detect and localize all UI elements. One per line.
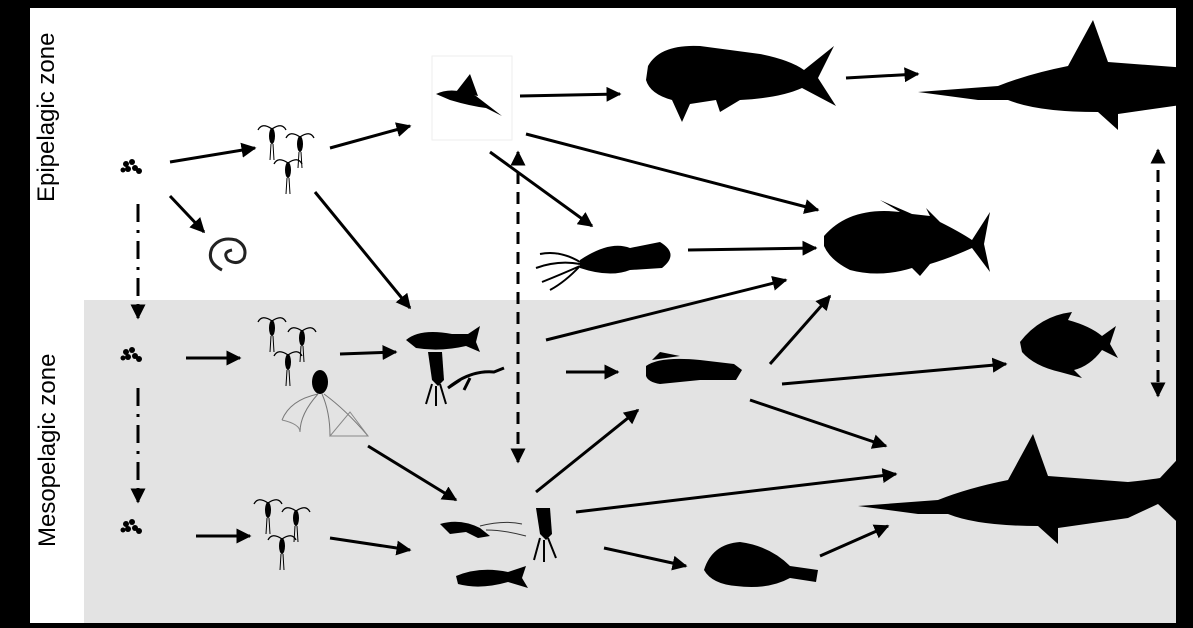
feeding-link-arrow <box>688 248 816 250</box>
mesopelagic-zone-label: Mesopelagic zone <box>33 367 63 547</box>
epipelagic-zone-label: Epipelagic zone <box>32 52 62 202</box>
flying-fish-icon <box>432 56 512 140</box>
mesopelagic-zone-background <box>84 300 1176 623</box>
feeding-link-arrow <box>340 352 396 354</box>
feeding-link-arrow <box>520 94 620 96</box>
